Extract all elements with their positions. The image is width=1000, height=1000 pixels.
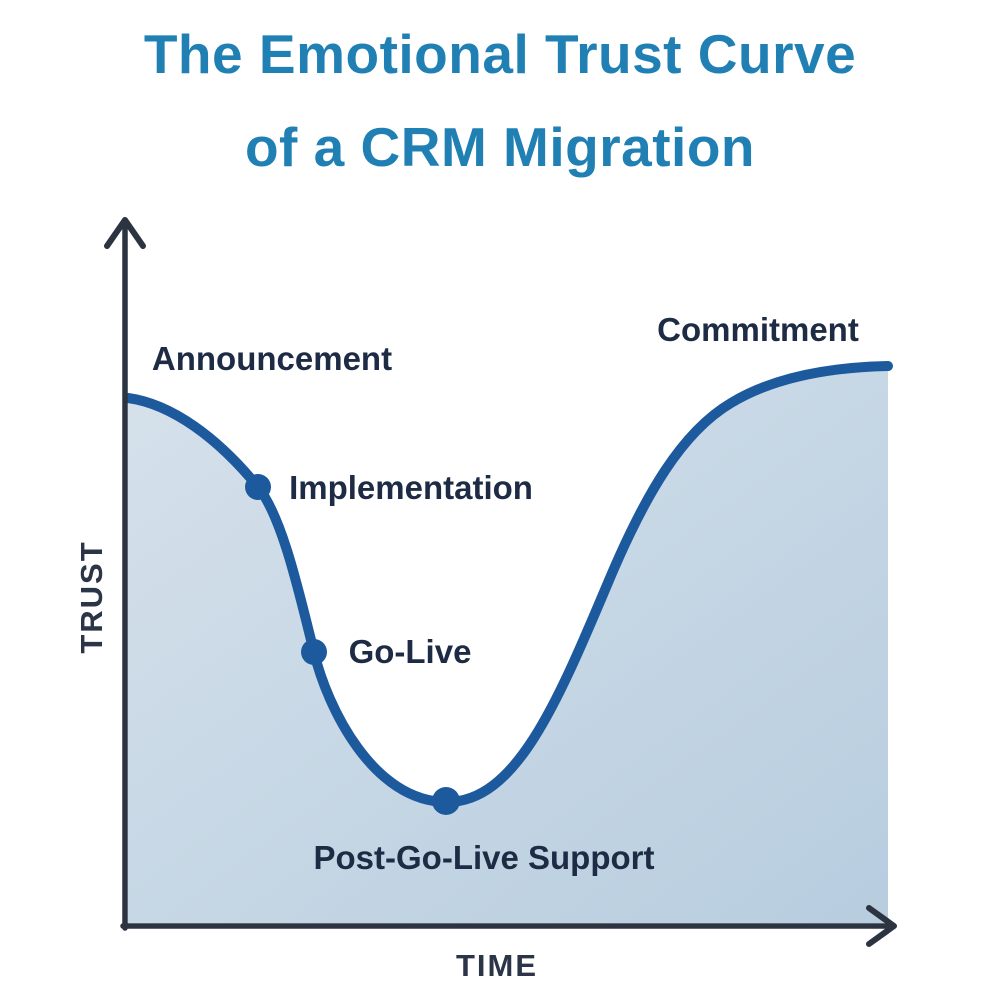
stage-label-postgolive: Post-Go-Live Support (313, 839, 655, 876)
golive-marker-dot (301, 639, 327, 665)
stage-label-implementation: Implementation (289, 469, 533, 506)
stage-label-announcement: Announcement (151, 340, 393, 377)
stage-label-golive: Go-Live (348, 633, 472, 670)
y-axis-arrowhead (104, 217, 146, 249)
implementation-marker-dot (245, 474, 271, 500)
trust-area-fill (128, 366, 888, 923)
y-axis-label: TRUST (74, 540, 109, 654)
x-axis-arrowhead (866, 905, 897, 947)
stage-label-commitment: Commitment (657, 311, 859, 348)
x-axis-label: TIME (455, 948, 539, 983)
page-title-line-2: of a CRM Migration (244, 116, 756, 178)
postgolive-marker-dot (432, 787, 460, 815)
page-title-line-1: The Emotional Trust Curve (143, 23, 857, 85)
